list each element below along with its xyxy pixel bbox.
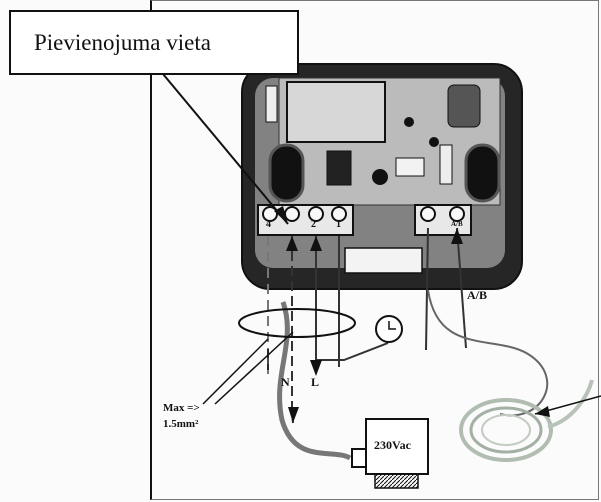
- sensor-coil-inner: [481, 414, 531, 446]
- power-supply-box: [365, 418, 429, 475]
- max-size-line-1: Max =>: [163, 402, 200, 414]
- sensor-pointer-arrow: [535, 406, 550, 417]
- terminal-screw-b: [449, 206, 465, 222]
- callout-title: Pievienojuma vieta: [34, 29, 211, 55]
- neutral-arrow-up: [286, 236, 298, 251]
- power-box-label: 230Vac: [374, 438, 411, 452]
- size-pointer-right: [214, 331, 294, 405]
- mount-slot-left: [268, 143, 305, 203]
- terminal-screw-1: [331, 206, 347, 222]
- bus-cable-loop: [427, 289, 549, 417]
- resistor-component-left: [265, 85, 278, 123]
- terminal-label-2: 2: [311, 219, 316, 230]
- component-dot-1: [372, 169, 388, 185]
- terminal-screw-4: [262, 206, 278, 222]
- wire-label-line: L: [311, 375, 320, 389]
- callout-leader-line: [162, 73, 289, 225]
- connector-strip: [344, 247, 423, 274]
- capacitor-component: [447, 84, 481, 128]
- terminal-label-4: 4: [266, 219, 271, 230]
- terminal-screw-a: [420, 206, 436, 222]
- size-pointer-left: [202, 338, 269, 405]
- wire-bundle-ring: [238, 308, 356, 338]
- terminal-screw-3: [284, 206, 300, 222]
- mount-slot-right: [464, 143, 501, 203]
- line-arrow-up: [310, 236, 322, 251]
- power-supply-base: [374, 473, 419, 489]
- ab-wire-left: [425, 227, 429, 351]
- chip-component: [326, 150, 352, 186]
- sensor-coil-middle: [469, 406, 543, 454]
- terminal-label-ab: A/B: [451, 220, 463, 228]
- wire-label-bus: A/B: [467, 288, 488, 302]
- component-dot-2: [404, 117, 414, 127]
- max-size-line-2: 1.5mm²: [163, 418, 199, 430]
- line-wire: [315, 236, 389, 361]
- ab-wire-right: [456, 227, 467, 349]
- terminal-label-1: 1: [336, 219, 341, 230]
- power-supply-cable-entry: [351, 448, 367, 468]
- relay-component: [286, 81, 386, 143]
- component-dot-3: [429, 137, 439, 147]
- power-cable: [277, 301, 352, 461]
- connection-point-callout: Pievienojuma vieta: [9, 10, 299, 75]
- callout-arrow-head: [274, 206, 288, 224]
- resistor-component-right: [439, 144, 453, 185]
- image-frame: [150, 0, 599, 500]
- line-arrow-down: [310, 360, 322, 376]
- sensor-module: [395, 157, 425, 177]
- sensor-coil-outer: [459, 398, 553, 462]
- neutral-arrow-down: [288, 407, 299, 423]
- ab-arrow-up: [451, 228, 463, 244]
- sensor-cable-tail: [547, 379, 594, 429]
- wire-label-neutral: N: [281, 375, 290, 389]
- terminal-screw-2: [308, 206, 324, 222]
- clock-hands: [388, 321, 396, 330]
